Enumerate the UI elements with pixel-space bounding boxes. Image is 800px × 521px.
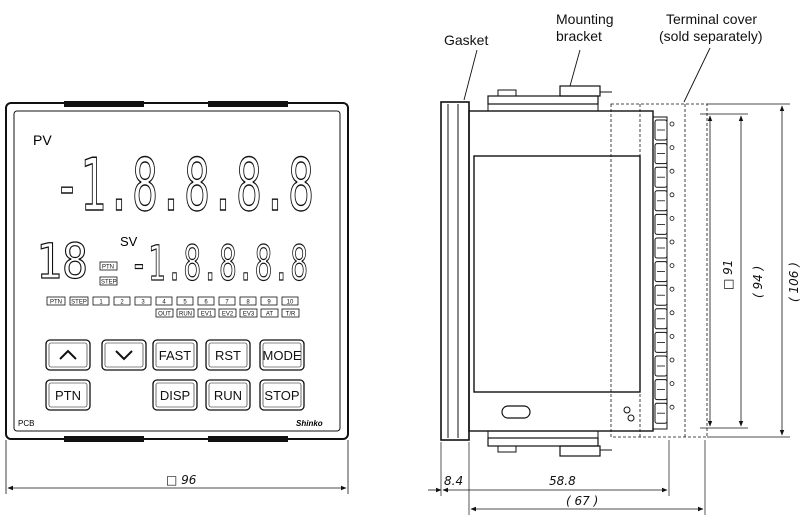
dim-height-94: ( 94 ) — [751, 266, 765, 298]
status-indicator-label: EV1 — [201, 312, 213, 318]
step-display: 18 — [36, 234, 88, 290]
status-indicator-label: EV3 — [243, 312, 255, 318]
down-arrow-key[interactable] — [101, 339, 147, 371]
status-indicator-box — [197, 308, 216, 318]
step-indicator-box — [197, 296, 215, 306]
step-indicator-box — [155, 296, 173, 306]
status-indicator-box — [218, 308, 237, 318]
key-panel: FAST RST MODE PTN DISP RUN STOP — [45, 339, 305, 411]
step-indicator-label: 6 — [204, 300, 208, 306]
gasket — [440, 101, 470, 441]
status-indicator-label: OUT — [158, 312, 171, 318]
step-indicator-box — [218, 296, 236, 306]
case-slot — [501, 405, 531, 419]
brand-logo: Shinko — [296, 419, 323, 428]
ptn-key[interactable]: PTN — [45, 379, 91, 411]
ptn-indicator: PTN — [102, 265, 114, 271]
status-indicator-box — [176, 308, 195, 318]
step-indicator-label: 1 — [99, 300, 103, 306]
mode-key[interactable]: MODE — [259, 339, 305, 371]
dim-body-depth: 58.8 — [549, 474, 576, 488]
front-tab-top-left — [64, 101, 144, 107]
step-indicator-label: 2 — [120, 300, 124, 306]
status-indicator-box — [281, 308, 300, 318]
model-label: PCB — [18, 419, 34, 428]
sv-label: SV — [120, 234, 138, 249]
dim-cutout-height: □ 91 — [721, 260, 735, 290]
front-tab-top-right — [208, 101, 288, 107]
key-label: DISP — [160, 388, 190, 403]
fast-key[interactable]: FAST — [152, 339, 198, 371]
step-indicator-box — [260, 296, 278, 306]
callout-gasket: Gasket — [444, 32, 488, 48]
step-indicator-label: 3 — [141, 300, 145, 306]
dim-height-106: ( 106 ) — [787, 262, 800, 302]
step-indicator-label: 4 — [162, 300, 166, 306]
run-key[interactable]: RUN — [205, 379, 251, 411]
step-indicator-box — [239, 296, 257, 306]
pv-label: PV — [33, 132, 52, 148]
dim-front-width: □ 96 — [166, 473, 197, 487]
status-indicator-box — [239, 308, 258, 318]
status-indicator-label: RUN — [179, 312, 192, 318]
step-indicator-label: 7 — [225, 300, 229, 306]
callout-terminal-cover-2: (sold separately) — [659, 28, 763, 44]
chevron-down-icon — [115, 350, 133, 361]
step-indicator-label: 5 — [183, 300, 187, 306]
front-tab-bottom-right — [208, 436, 288, 442]
step-indicator: STEP — [101, 280, 117, 286]
stop-key[interactable]: STOP — [259, 379, 305, 411]
key-label: RST — [215, 348, 241, 363]
status-indicator-label: T/R — [286, 312, 296, 318]
callout-mounting-bracket-2: bracket — [556, 28, 602, 44]
step-indicator-box — [69, 296, 89, 306]
dim-panel-thickness: 8.4 — [444, 474, 463, 488]
mounting-bracket-top — [487, 85, 612, 111]
disp-key[interactable]: DISP — [152, 379, 198, 411]
step-indicator-label: PTN — [50, 300, 62, 306]
key-label: STOP — [264, 388, 299, 403]
terminal-block — [652, 116, 675, 430]
status-indicator-box — [260, 308, 279, 318]
status-indicator-row: OUT RUN EV1 EV2 EV3 AT T/R — [155, 308, 300, 318]
status-indicator-box — [155, 308, 174, 318]
step-indicator-box — [281, 296, 299, 306]
callout-mounting-bracket-1: Mounting — [556, 11, 614, 27]
callout-terminal-cover-1: Terminal cover — [666, 11, 757, 27]
step-indicator-box — [92, 296, 110, 306]
key-label: MODE — [263, 348, 302, 363]
step-indicator-label: 8 — [246, 300, 250, 306]
step-indicator-label: STEP — [71, 300, 87, 306]
step-indicator-box — [134, 296, 152, 306]
step-indicator-box — [176, 296, 194, 306]
key-label: FAST — [159, 348, 192, 363]
step-indicator-box — [113, 296, 131, 306]
step-indicator-label: 10 — [287, 300, 294, 306]
dim-total-depth: ( 67 ) — [566, 494, 598, 508]
front-bezel-inner — [13, 110, 341, 432]
case-label — [473, 155, 641, 393]
mounting-bracket-bottom — [487, 431, 612, 457]
front-tab-bottom-left — [64, 436, 144, 442]
step-indicator-label: 9 — [267, 300, 271, 306]
chevron-up-icon — [59, 349, 77, 360]
terminal-cover — [610, 103, 708, 438]
step-indicator-row: PTN STEP 1 2 3 4 5 6 7 8 9 10 — [46, 296, 299, 306]
front-view: PV -1.8.8.8.8 SV 18 -1.8.8.8.8 PTN STEP … — [5, 101, 349, 494]
rst-key[interactable]: RST — [205, 339, 251, 371]
side-view: Gasket Mounting bracket Terminal cover (… — [428, 11, 800, 515]
up-arrow-key[interactable] — [45, 339, 91, 371]
step-indicator-box — [46, 296, 66, 306]
key-label: PTN — [55, 388, 81, 403]
key-label: RUN — [214, 388, 242, 403]
sv-display: -1.8.8.8.8 — [130, 236, 308, 292]
status-indicator-label: EV2 — [222, 312, 234, 318]
status-indicator-label: AT — [266, 312, 274, 318]
pv-display: -1.8.8.8.8 — [54, 143, 314, 227]
